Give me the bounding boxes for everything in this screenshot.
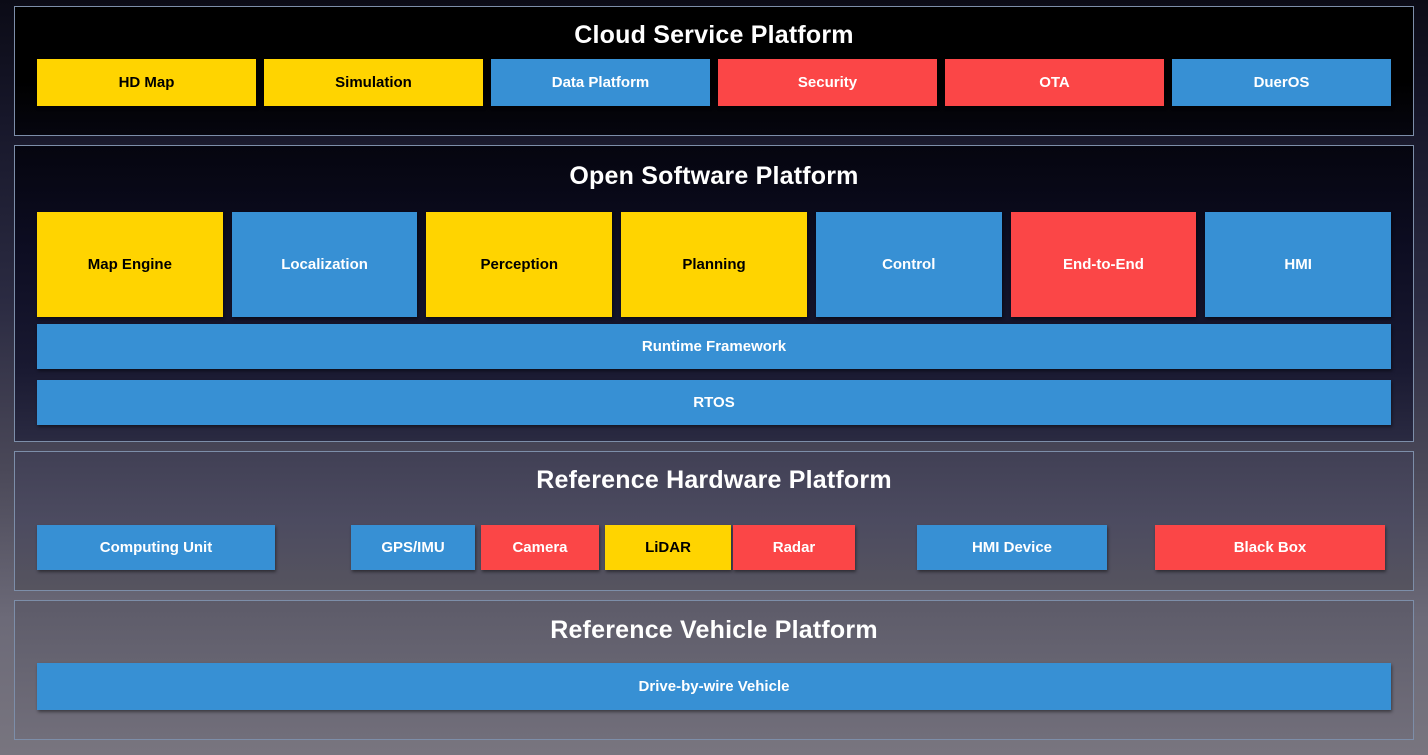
cloud-item-dueros[interactable]: DuerOS	[1172, 59, 1391, 106]
hardware-item-black-box[interactable]: Black Box	[1155, 525, 1385, 570]
hardware-item-radar[interactable]: Radar	[733, 525, 855, 570]
software-module-hmi[interactable]: HMI	[1205, 212, 1392, 317]
software-module-perception[interactable]: Perception	[426, 212, 613, 317]
software-module-localization[interactable]: Localization	[231, 212, 418, 317]
layer-reference-vehicle-platform: Reference Vehicle Platform Drive-by-wire…	[14, 600, 1414, 740]
layer-reference-hardware-platform: Reference Hardware Platform Computing Un…	[14, 451, 1414, 591]
software-module-map-engine[interactable]: Map Engine	[37, 212, 223, 317]
cloud-items-row: HD Map Simulation Data Platform Security…	[37, 59, 1391, 106]
layer-title-vehicle: Reference Vehicle Platform	[550, 616, 878, 644]
hardware-items-row: Computing Unit GPS/IMU Camera LiDAR Rada…	[15, 525, 1413, 570]
cloud-item-hd-map[interactable]: HD Map	[37, 59, 256, 106]
layer-title-cloud: Cloud Service Platform	[574, 21, 854, 49]
cloud-item-ota[interactable]: OTA	[945, 59, 1164, 106]
layer-title-software: Open Software Platform	[569, 162, 859, 190]
layer-open-software-platform: Open Software Platform Map Engine Locali…	[14, 145, 1414, 442]
layer-cloud-service-platform: Cloud Service Platform HD Map Simulation…	[14, 6, 1414, 136]
hardware-item-gps-imu[interactable]: GPS/IMU	[351, 525, 475, 570]
vehicle-item-drive-by-wire-vehicle[interactable]: Drive-by-wire Vehicle	[37, 663, 1391, 710]
software-modules-row: Map Engine Localization Perception Plann…	[37, 212, 1392, 317]
cloud-item-data-platform[interactable]: Data Platform	[491, 59, 710, 106]
architecture-stack: Cloud Service Platform HD Map Simulation…	[14, 6, 1414, 750]
cloud-item-simulation[interactable]: Simulation	[264, 59, 483, 106]
hardware-item-lidar[interactable]: LiDAR	[605, 525, 731, 570]
hardware-item-camera[interactable]: Camera	[481, 525, 599, 570]
software-bar-rtos[interactable]: RTOS	[37, 380, 1391, 425]
layer-title-hardware: Reference Hardware Platform	[536, 466, 892, 494]
software-module-end-to-end[interactable]: End-to-End	[1010, 212, 1197, 317]
hardware-item-computing-unit[interactable]: Computing Unit	[37, 525, 275, 570]
software-bar-runtime-framework[interactable]: Runtime Framework	[37, 324, 1391, 369]
hardware-item-hmi-device[interactable]: HMI Device	[917, 525, 1107, 570]
software-module-planning[interactable]: Planning	[621, 212, 807, 317]
cloud-item-security[interactable]: Security	[718, 59, 937, 106]
software-module-control[interactable]: Control	[815, 212, 1002, 317]
